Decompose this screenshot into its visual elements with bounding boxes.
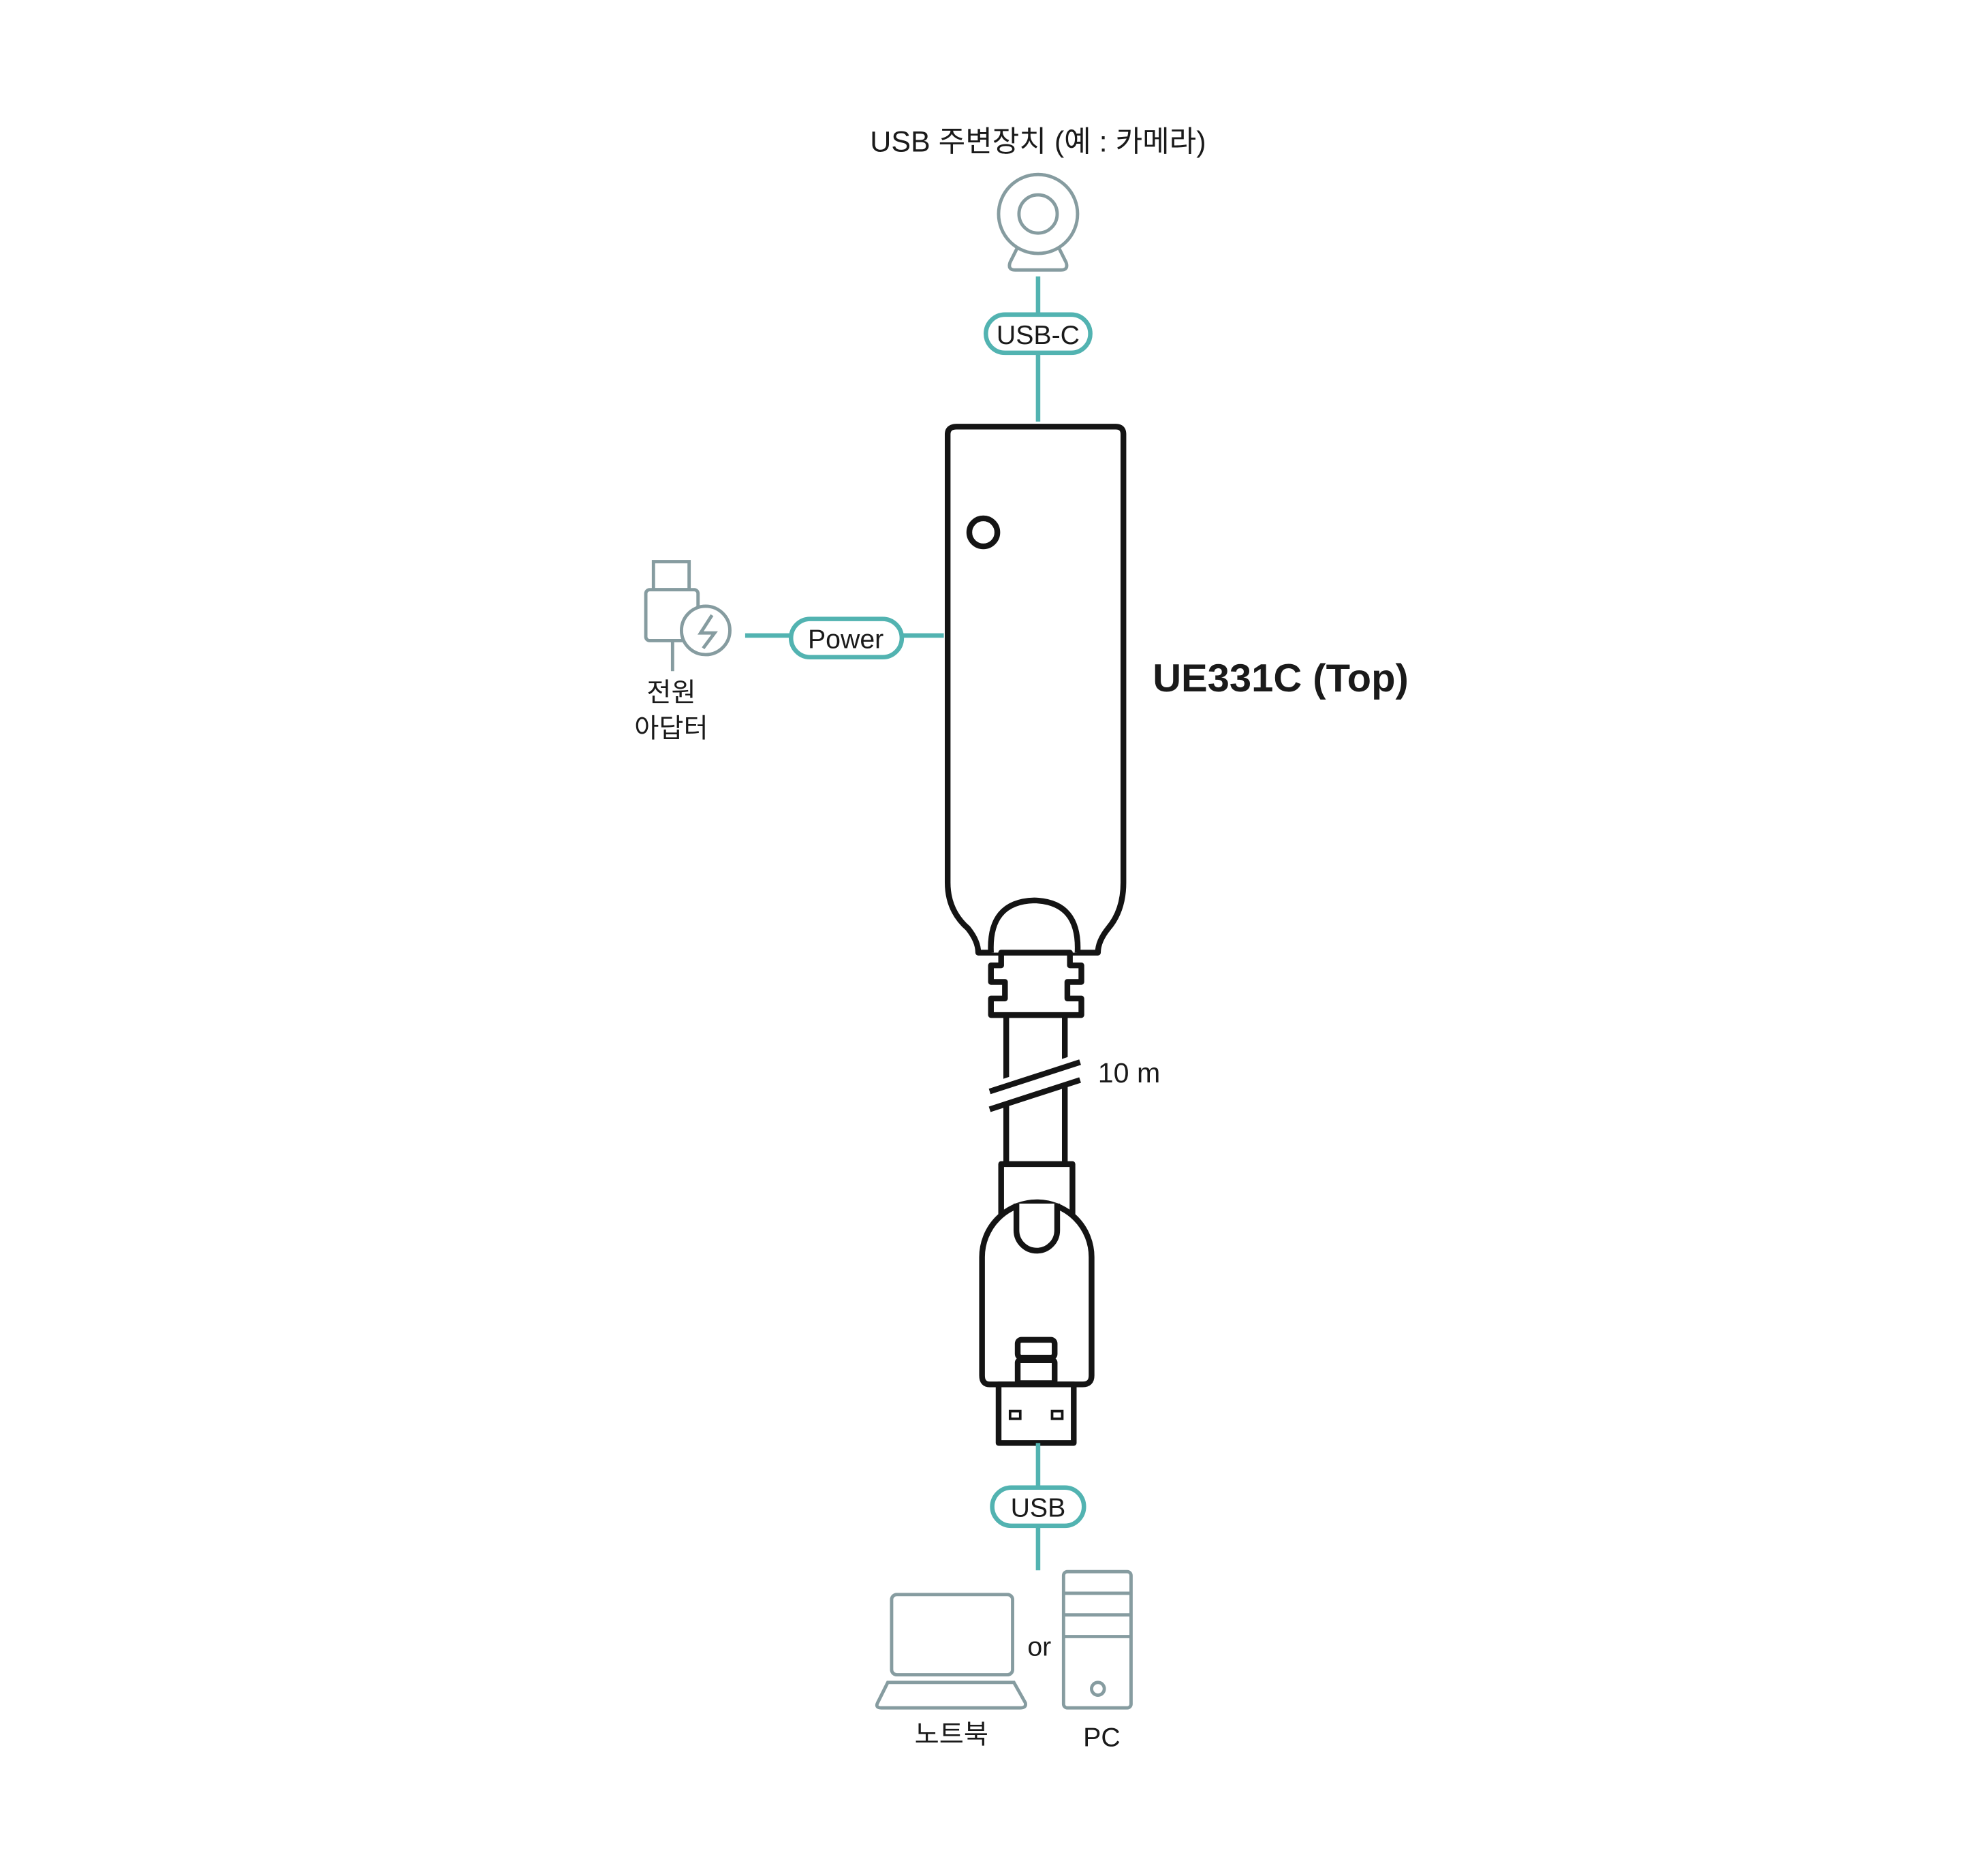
ue331c-device	[944, 424, 1127, 1446]
cable-collar	[988, 950, 1084, 1018]
adapter-label-1: 전원	[646, 678, 695, 708]
pc-label: PC	[1083, 1722, 1121, 1752]
usb-label: USB	[1011, 1493, 1066, 1523]
led-indicator-icon	[966, 515, 1001, 550]
cable-break-icon	[988, 1059, 1081, 1095]
pc-tower-icon	[1061, 1569, 1133, 1710]
laptop-icon	[875, 1593, 1027, 1710]
adapter-label-2: 아답터	[634, 714, 708, 744]
power-adapter-icon	[644, 560, 732, 672]
camera-icon	[997, 172, 1080, 272]
laptop-label: 노트북	[915, 1720, 988, 1750]
device-name: UE331C (Top)	[1153, 657, 1409, 700]
usb-c-label: USB-C	[997, 320, 1080, 350]
or-label: or	[1027, 1632, 1051, 1662]
power-label: Power	[808, 625, 883, 655]
peripheral-label: USB 주변장치 (예 : 카메라)	[870, 125, 1206, 158]
usb-plug-housing	[979, 1199, 1095, 1388]
power-pill	[788, 616, 905, 660]
strain-relief-cap	[988, 897, 1081, 953]
cable-length: 10 m	[1098, 1057, 1160, 1089]
